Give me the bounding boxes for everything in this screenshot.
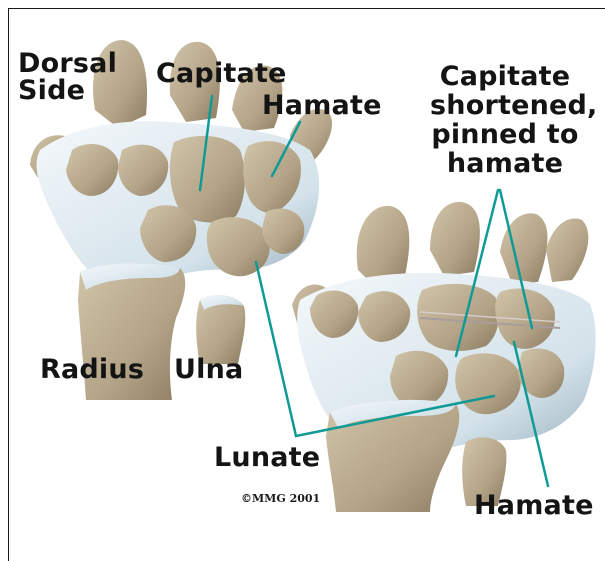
label-hamate-left: Hamate [262,92,382,119]
label-lunate: Lunate [214,444,320,471]
label-dorsal-side: Dorsal Side [18,50,117,104]
copyright-text: ©MMG 2001 [241,492,320,505]
label-hamate-right: Hamate [474,492,594,519]
label-capitate-left: Capitate [156,60,287,87]
label-ulna: Ulna [174,356,243,383]
label-radius: Radius [40,356,144,383]
right-wrist-bones [292,202,596,512]
label-capitate-note: Capitate shortened, pinned to hamate [430,62,580,179]
